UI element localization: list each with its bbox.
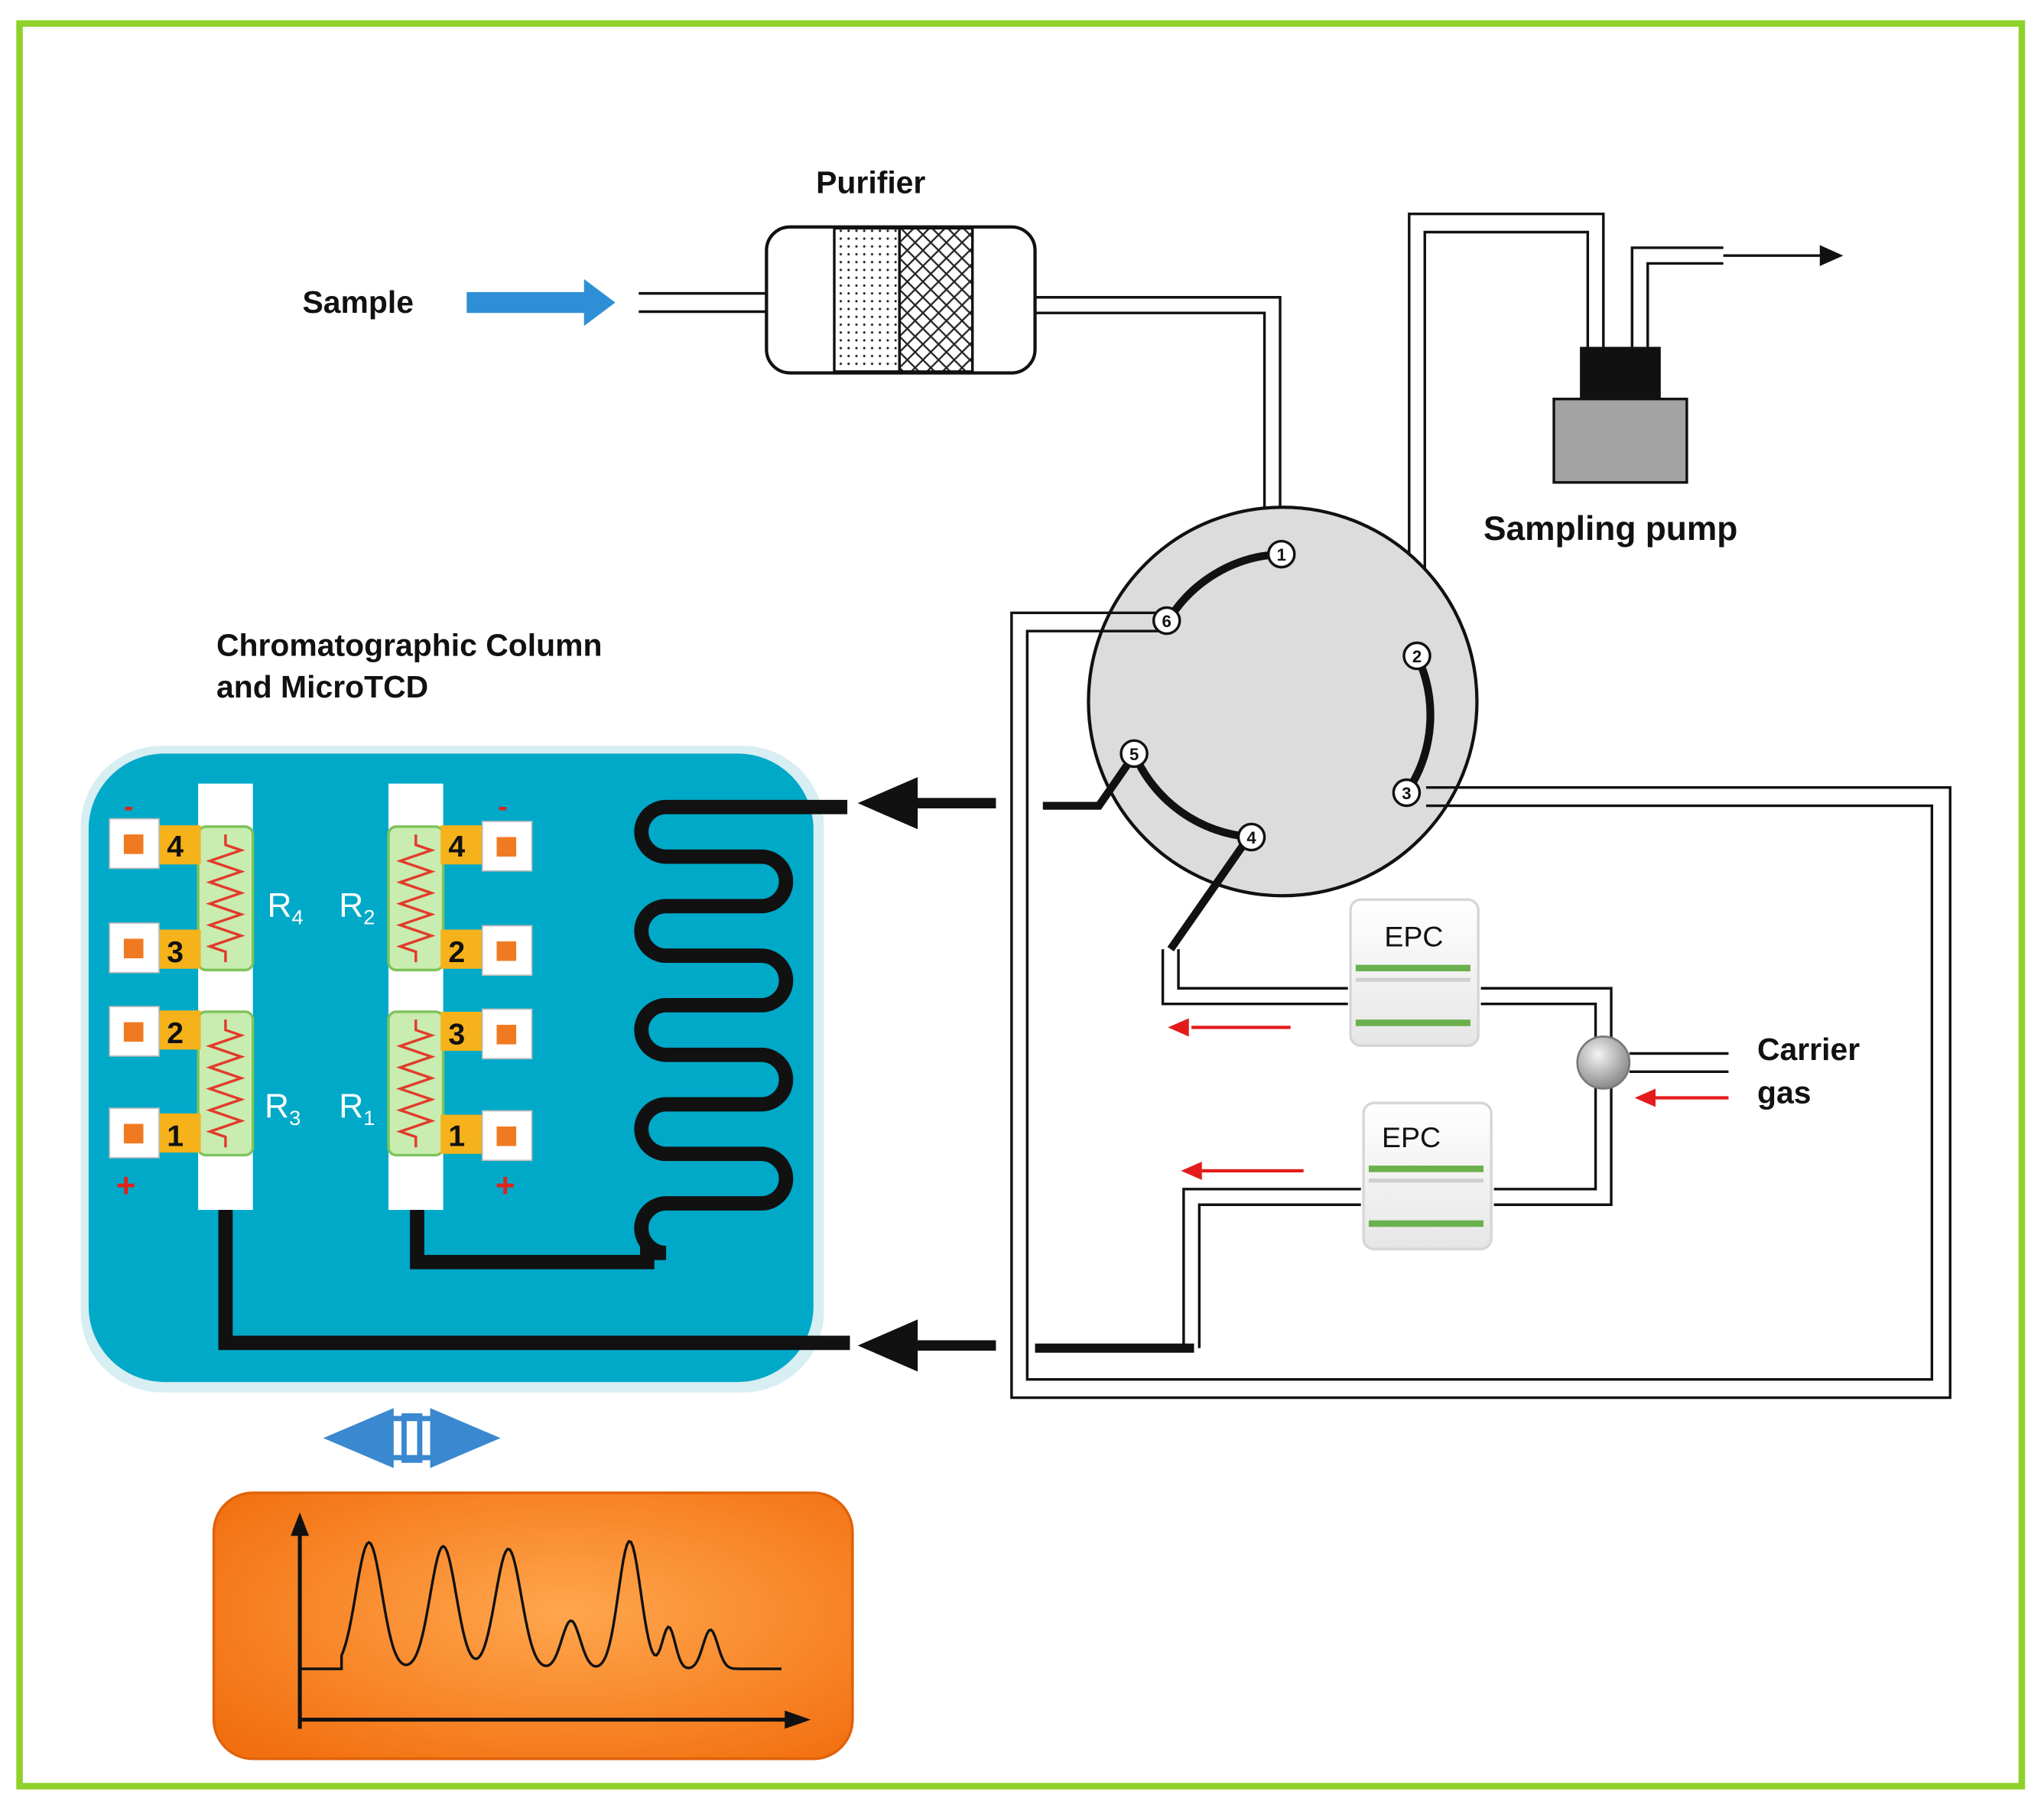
- sampling-pump: [1552, 346, 1688, 484]
- flow-arrow-red-bottom: [1181, 1161, 1304, 1180]
- column-outlet-line: [410, 1210, 655, 1270]
- outer-border: [16, 20, 2026, 1790]
- tube-epc-top-to-splitter: [1480, 987, 1613, 1041]
- flow-arrow-reference-inlet: [857, 1319, 996, 1372]
- resistor-r1: [387, 1010, 445, 1157]
- svg-text:2: 2: [1412, 647, 1422, 666]
- svg-text:5: 5: [1129, 745, 1139, 764]
- chromatogram-display: [212, 1491, 854, 1761]
- epc-top-label: EPC: [1384, 921, 1443, 953]
- column-title-line2: and MicroTCD: [216, 669, 428, 704]
- resistor-r3: [197, 1010, 255, 1157]
- valve-port-6: 6: [1152, 606, 1181, 636]
- valve-port-4: 4: [1236, 822, 1266, 852]
- sample-arrow: [466, 278, 616, 327]
- purifier-mesh-bed: [898, 226, 974, 373]
- sampling-pump-label: Sampling pump: [1483, 510, 1737, 548]
- pad-right-3: 3: [448, 1019, 465, 1052]
- carrier-splitter: [1576, 1036, 1631, 1090]
- pump-exhaust-tube: [1630, 246, 1724, 347]
- resistor-r2: [387, 825, 445, 972]
- valve-port-3: 3: [1392, 778, 1422, 808]
- carrier-inlet-tube: [1629, 1052, 1729, 1074]
- purifier-dotted-bed: [833, 226, 901, 373]
- flow-arrow-red-carrier: [1634, 1088, 1729, 1107]
- serpentine-column: [634, 799, 848, 1260]
- reference-outlet-line: [218, 1210, 850, 1351]
- flow-arrow-column-inlet: [857, 777, 996, 830]
- column-title-line1: Chromatographic Column: [216, 628, 603, 663]
- pad-left-top: 4: [167, 831, 184, 863]
- sample-label: Sample: [302, 284, 414, 320]
- pump-exhaust-arrow: [1723, 245, 1844, 266]
- pad-left-bottom: 1: [167, 1120, 184, 1153]
- tube-port4-link: [1167, 834, 1253, 952]
- tube-purifier-to-port1: [1035, 296, 1282, 548]
- polarity-plus-right: +: [496, 1167, 515, 1205]
- six-port-valve: [1087, 506, 1479, 898]
- carrier-gas-label-line2: gas: [1757, 1075, 1812, 1110]
- chromatogram-trace: [301, 1540, 782, 1670]
- pad-right-bottom: 1: [448, 1120, 465, 1153]
- purifier-label: Purifier: [816, 164, 925, 200]
- epc-top: [1349, 898, 1480, 1047]
- carrier-gas-label-line1: Carrier: [1757, 1032, 1860, 1067]
- tube-port6-loop: [1010, 611, 1951, 1400]
- polarity-minus-left: -: [124, 790, 134, 822]
- svg-text:6: 6: [1162, 612, 1171, 631]
- data-transfer-double-arrow: [323, 1408, 501, 1468]
- svg-text:3: 3: [1402, 784, 1411, 803]
- epc-bottom: [1362, 1101, 1493, 1250]
- flow-arrow-red-top: [1168, 1018, 1291, 1037]
- tube-port5-to-column: [1042, 756, 1135, 810]
- sample-tube: [639, 291, 769, 314]
- pad-right-top: 4: [448, 831, 465, 863]
- pad-left-2: 3: [167, 936, 184, 969]
- purifier: [765, 225, 1037, 375]
- pad-left-3: 2: [167, 1017, 184, 1050]
- tcd-pads: [109, 818, 533, 1162]
- epc-bottom-label: EPC: [1382, 1121, 1441, 1153]
- valve-port-2: 2: [1402, 641, 1431, 671]
- resistor-r4: [197, 825, 255, 972]
- tube-port2-to-pump: [1408, 212, 1605, 652]
- tube-epc-top-to-port4: [1161, 949, 1348, 1006]
- polarity-plus-left: +: [116, 1167, 136, 1205]
- valve-port-1: 1: [1266, 539, 1296, 569]
- svg-text:4: 4: [1246, 828, 1256, 847]
- tube-epc-bottom-to-splitter: [1493, 1087, 1613, 1206]
- tube-epc-bottom-to-reference: [1182, 1188, 1361, 1348]
- svg-text:1: 1: [1277, 545, 1286, 564]
- pad-right-2: 2: [448, 936, 465, 969]
- polarity-minus-right: -: [498, 790, 508, 822]
- valve-port-5: 5: [1119, 739, 1149, 769]
